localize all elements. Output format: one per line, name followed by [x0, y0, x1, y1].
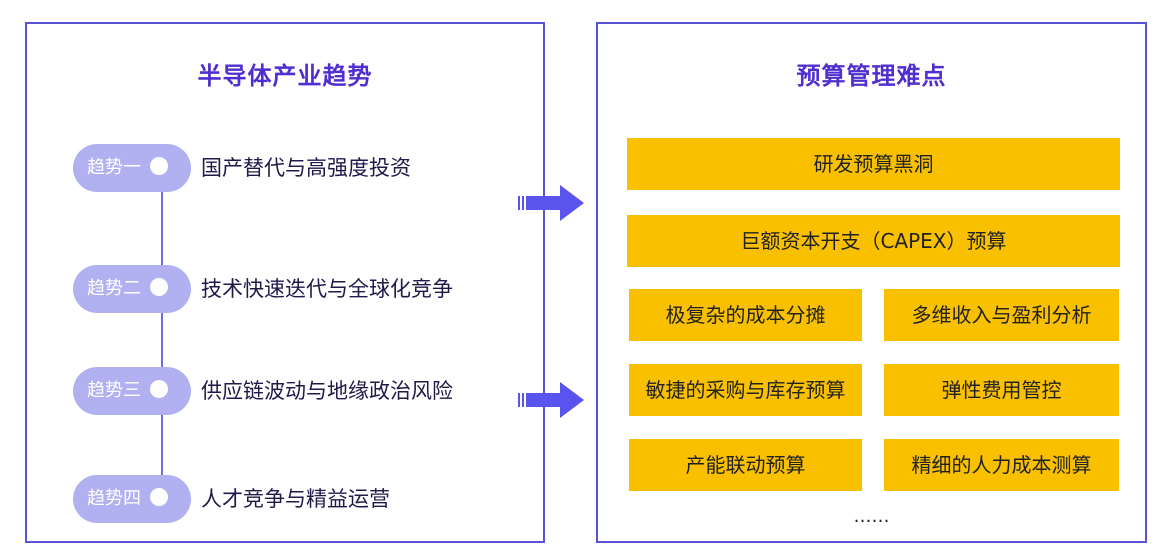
timeline-line: [161, 164, 163, 504]
industry-trends-panel: 半导体产业趋势 趋势一 国产替代与高强度投资 趋势二 技术快速迭代与全球化竞争 …: [25, 22, 545, 543]
trend-text-3: 供应链波动与地缘政治风险: [201, 379, 453, 403]
trend-text-4: 人才竞争与精益运营: [201, 487, 390, 511]
challenge-capex-budget: 巨额资本开支（CAPEX）预算: [627, 215, 1120, 267]
industry-trends-title: 半导体产业趋势: [197, 62, 373, 90]
budget-challenges-panel: 预算管理难点 研发预算黑洞 巨额资本开支（CAPEX）预算 极复杂的成本分摊 多…: [596, 22, 1147, 543]
trend-tag-3: 趋势三: [87, 380, 141, 401]
trend-text-1: 国产替代与高强度投资: [201, 156, 411, 180]
trend-tag-2: 趋势二: [87, 278, 141, 299]
right-arrow-icon: [518, 382, 584, 418]
timeline-dot-icon: [151, 279, 167, 295]
trend-pill-4: 趋势四: [73, 475, 191, 523]
challenge-labor-cost: 精细的人力成本测算: [884, 439, 1119, 491]
timeline-dot-icon: [151, 489, 167, 505]
right-arrow-icon: [518, 185, 584, 221]
timeline-dot-icon: [151, 381, 167, 397]
trend-text-2: 技术快速迭代与全球化竞争: [201, 277, 453, 301]
challenge-revenue-analysis: 多维收入与盈利分析: [884, 289, 1119, 341]
trend-pill-2: 趋势二: [73, 265, 191, 313]
timeline-dot-icon: [151, 158, 167, 174]
challenge-capacity-budget: 产能联动预算: [629, 439, 862, 491]
budget-challenges-title: 预算管理难点: [796, 62, 947, 90]
trend-tag-4: 趋势四: [87, 488, 141, 509]
more-ellipsis: ……: [853, 506, 890, 527]
trend-pill-1: 趋势一: [73, 144, 191, 192]
challenge-cost-allocation: 极复杂的成本分摊: [629, 289, 862, 341]
trend-pill-3: 趋势三: [73, 367, 191, 415]
challenge-expense-control: 弹性费用管控: [884, 364, 1119, 416]
challenge-rd-budget: 研发预算黑洞: [627, 138, 1120, 190]
challenge-procurement-budget: 敏捷的采购与库存预算: [629, 364, 862, 416]
trend-tag-1: 趋势一: [87, 157, 141, 178]
